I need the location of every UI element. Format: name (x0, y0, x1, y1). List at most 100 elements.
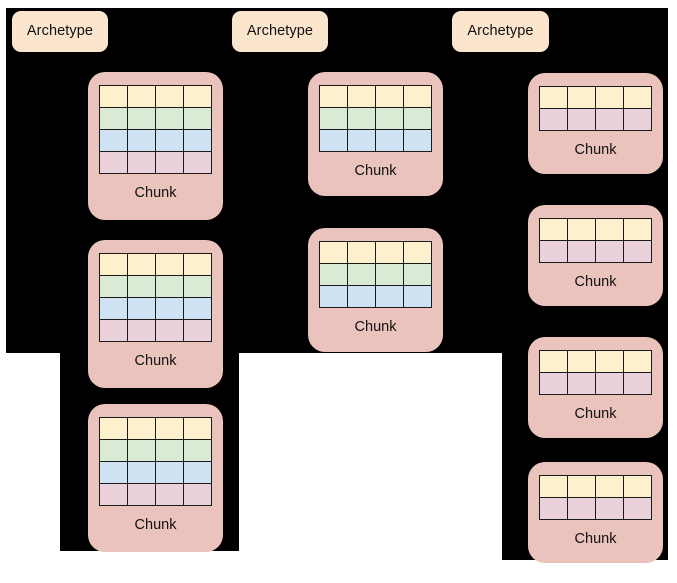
chunk-grid-cell (183, 297, 212, 320)
chunk-grid-cell (539, 108, 568, 131)
chunk-grid-cell (183, 107, 212, 130)
chunk-grid-cell (567, 240, 596, 263)
chunk-card[interactable]: Chunk (308, 72, 443, 196)
chunk-grid-cell (127, 417, 156, 440)
chunk-grid-cell (623, 86, 652, 109)
chunk-grid-cell (155, 129, 184, 152)
chunk-component-grid (99, 253, 212, 342)
chunk-grid-cell (183, 253, 212, 276)
chunk-label: Chunk (574, 531, 617, 547)
chunk-grid-cell (155, 461, 184, 484)
archetype-label-2[interactable]: Archetype (232, 11, 328, 52)
chunk-grid-cell (595, 475, 624, 498)
chunk-grid-row (539, 218, 652, 241)
chunk-grid-row (319, 85, 432, 108)
chunk-grid-cell (567, 108, 596, 131)
archetype-label-3[interactable]: Archetype (452, 11, 549, 52)
chunk-grid-row (319, 107, 432, 130)
chunk-grid-cell (319, 85, 348, 108)
chunk-grid-cell (99, 107, 128, 130)
chunk-grid-cell (183, 417, 212, 440)
chunk-card[interactable]: Chunk (308, 228, 443, 352)
chunk-grid-cell (403, 129, 432, 152)
chunk-grid-cell (539, 240, 568, 263)
chunk-grid-cell (127, 107, 156, 130)
chunk-grid-row (539, 497, 652, 520)
chunk-label: Chunk (354, 319, 397, 335)
chunk-grid-cell (183, 151, 212, 174)
chunk-grid-row (99, 85, 212, 108)
archetype-label-1[interactable]: Archetype (12, 11, 108, 52)
chunk-component-grid (539, 475, 652, 520)
chunk-label: Chunk (134, 353, 177, 369)
chunk-grid-cell (127, 151, 156, 174)
chunk-grid-cell (99, 275, 128, 298)
chunk-grid-cell (99, 319, 128, 342)
chunk-card[interactable]: Chunk (528, 337, 663, 438)
chunk-grid-cell (623, 475, 652, 498)
chunk-grid-cell (595, 497, 624, 520)
chunk-grid-cell (567, 218, 596, 241)
chunk-grid-cell (539, 372, 568, 395)
chunk-grid-cell (127, 461, 156, 484)
chunk-grid-cell (155, 253, 184, 276)
chunk-component-grid (319, 85, 432, 152)
chunk-grid-cell (155, 483, 184, 506)
chunk-grid-cell (155, 107, 184, 130)
chunk-grid-cell (155, 275, 184, 298)
chunk-grid-row (319, 285, 432, 308)
chunk-card[interactable]: Chunk (528, 205, 663, 306)
chunk-grid-cell (595, 240, 624, 263)
chunk-grid-cell (539, 350, 568, 373)
chunk-grid-cell (155, 151, 184, 174)
chunk-grid-cell (623, 372, 652, 395)
chunk-card[interactable]: Chunk (88, 404, 223, 552)
chunk-grid-cell (183, 85, 212, 108)
chunk-grid-row (99, 253, 212, 276)
chunk-grid-cell (127, 275, 156, 298)
chunk-component-grid (99, 417, 212, 506)
chunk-grid-cell (99, 85, 128, 108)
chunk-component-grid (539, 86, 652, 131)
chunk-grid-cell (127, 129, 156, 152)
chunk-card[interactable]: Chunk (88, 240, 223, 388)
chunk-grid-cell (403, 263, 432, 286)
chunk-grid-cell (155, 439, 184, 462)
chunk-grid-cell (99, 129, 128, 152)
chunk-grid-row (99, 483, 212, 506)
chunk-grid-row (539, 475, 652, 498)
chunk-grid-cell (595, 86, 624, 109)
chunk-grid-cell (347, 241, 376, 264)
chunk-grid-cell (403, 285, 432, 308)
chunk-grid-cell (595, 108, 624, 131)
chunk-grid-cell (567, 372, 596, 395)
chunk-grid-cell (595, 372, 624, 395)
chunk-grid-cell (567, 86, 596, 109)
chunk-grid-cell (99, 483, 128, 506)
chunk-grid-cell (99, 417, 128, 440)
chunk-grid-cell (375, 285, 404, 308)
chunk-grid-cell (403, 107, 432, 130)
chunk-grid-cell (347, 85, 376, 108)
chunk-card[interactable]: Chunk (528, 73, 663, 174)
chunk-grid-cell (127, 297, 156, 320)
chunk-label: Chunk (574, 406, 617, 422)
chunk-grid-cell (375, 241, 404, 264)
chunk-grid-cell (127, 253, 156, 276)
chunk-grid-cell (403, 85, 432, 108)
chunk-label: Chunk (134, 517, 177, 533)
chunk-label: Chunk (134, 185, 177, 201)
chunk-card[interactable]: Chunk (528, 462, 663, 563)
chunk-grid-row (99, 439, 212, 462)
chunk-grid-row (319, 241, 432, 264)
chunk-grid-cell (567, 497, 596, 520)
chunk-grid-cell (183, 129, 212, 152)
chunk-grid-cell (567, 350, 596, 373)
chunk-grid-cell (375, 263, 404, 286)
chunk-grid-row (99, 151, 212, 174)
chunk-grid-cell (347, 107, 376, 130)
chunk-grid-cell (183, 483, 212, 506)
chunk-grid-cell (539, 86, 568, 109)
chunk-label: Chunk (574, 142, 617, 158)
chunk-card[interactable]: Chunk (88, 72, 223, 220)
